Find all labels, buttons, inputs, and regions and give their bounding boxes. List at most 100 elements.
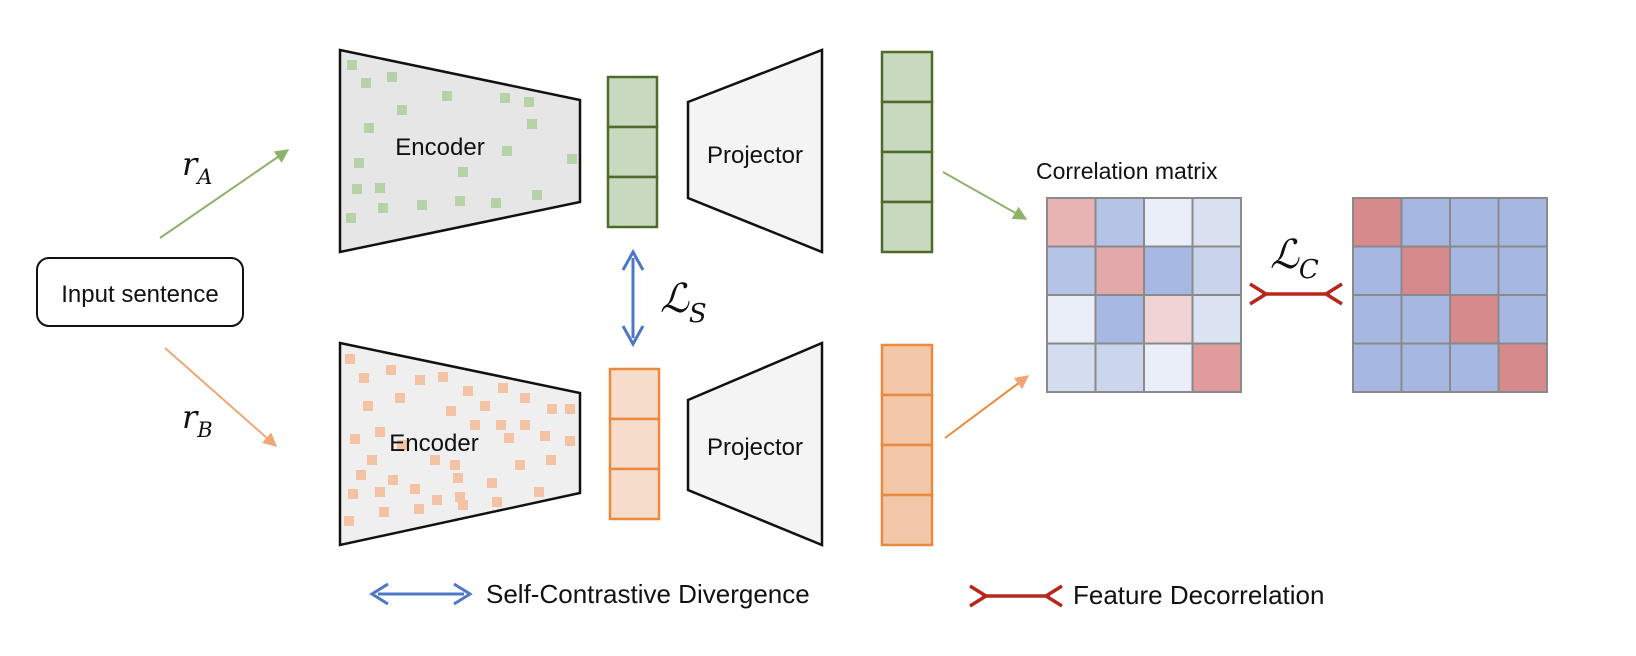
- correlation-matrix-cell: [1094, 294, 1145, 345]
- encoder-b-dot: [470, 420, 480, 430]
- encoder-b-dot: [492, 497, 502, 507]
- correlation-matrix-title: Correlation matrix: [1036, 158, 1218, 184]
- encoder-b-dot: [359, 373, 369, 383]
- encoder-b-dot: [344, 516, 354, 526]
- encoder-b-dot: [446, 406, 456, 416]
- input-sentence-node: Input sentence: [36, 257, 244, 327]
- self-contrastive-arrow: [621, 248, 645, 348]
- encoder-b-dot: [487, 478, 497, 488]
- encoder-b-dot: [496, 420, 506, 430]
- encoder-b-dot: [379, 507, 389, 517]
- projection-b-cell: [880, 493, 934, 547]
- branch-a-arrow: [159, 149, 290, 239]
- embedding-b-cell: [608, 467, 661, 521]
- encoder-b-dot: [414, 504, 424, 514]
- embedding-b: [608, 367, 661, 521]
- encoder-a-dot: [364, 123, 374, 133]
- embedding-a-cell: [606, 75, 659, 129]
- r-a-label: rA: [182, 145, 212, 189]
- embedding-b-cell: [608, 367, 661, 421]
- legend-decorrelation-icon: [969, 584, 1063, 608]
- embedding-a-cell: [606, 125, 659, 179]
- encoder-a-dot: [455, 196, 465, 206]
- encoder-b-dot: [458, 500, 468, 510]
- encoder-a-dot: [387, 72, 397, 82]
- projection-b-cell: [880, 443, 934, 497]
- encoder-a-dot: [347, 60, 357, 70]
- correlation-matrix-cell: [1094, 245, 1145, 296]
- encoder-b-dot: [395, 393, 405, 403]
- legend-decorrelation-label: Feature Decorrelation: [1073, 580, 1324, 610]
- projection-a-cell: [880, 100, 934, 154]
- target-matrix-cell: [1497, 294, 1548, 345]
- input-sentence-label: Input sentence: [61, 281, 218, 308]
- encoder-b-dot: [363, 401, 373, 411]
- correlation-matrix-cell: [1046, 342, 1097, 393]
- encoder-b-dot: [547, 404, 557, 414]
- encoder-a-dot: [417, 200, 427, 210]
- correlation-matrix-cell: [1143, 342, 1194, 393]
- target-matrix-cell: [1352, 342, 1403, 393]
- encoder-a-dropout-dots: [346, 60, 577, 223]
- legend-self-contrastive-icon: [369, 582, 473, 606]
- encoder-a-dot: [397, 105, 407, 115]
- correlation-matrix-cell: [1046, 245, 1097, 296]
- encoder-a-dot: [354, 158, 364, 168]
- target-matrix-cell: [1400, 197, 1451, 248]
- embedding-a: [606, 75, 659, 229]
- encoder-a-dot: [567, 154, 577, 164]
- correlation-matrix-cell: [1191, 342, 1242, 393]
- encoder-a-dot: [361, 78, 371, 88]
- correlation-matrix: [1046, 197, 1242, 393]
- encoder-a-dot: [352, 184, 362, 194]
- projection-a: [880, 50, 934, 254]
- projection-b-to-matrix-arrow: [944, 375, 1030, 439]
- correlation-matrix-cell: [1143, 294, 1194, 345]
- encoder-b-dot: [565, 404, 575, 414]
- encoder-b-dot: [546, 455, 556, 465]
- encoder-b-dot: [375, 427, 385, 437]
- projection-b: [880, 343, 934, 547]
- encoder-a-dot: [442, 91, 452, 101]
- encoder-b-dot: [455, 492, 465, 502]
- encoder-b-dropout-dots: [344, 354, 575, 526]
- encoder-a-dot: [491, 198, 501, 208]
- legend-self-contrastive-label: Self-Contrastive Divergence: [486, 579, 810, 609]
- branch-b-arrow: [164, 347, 278, 447]
- encoder-a-dot: [378, 203, 388, 213]
- correlation-matrix-cell: [1046, 197, 1097, 248]
- encoder-b-dot: [520, 420, 530, 430]
- target-matrix-cell: [1400, 342, 1451, 393]
- correlation-matrix-cell: [1191, 245, 1242, 296]
- projection-a-to-matrix-arrow: [942, 171, 1028, 220]
- target-identity-matrix: [1352, 197, 1548, 393]
- encoder-a-dot: [346, 213, 356, 223]
- encoder-a-dot: [502, 146, 512, 156]
- target-matrix-cell: [1497, 342, 1548, 393]
- encoder-b-dot: [453, 473, 463, 483]
- target-matrix-cell: [1449, 197, 1500, 248]
- projection-b-cell: [880, 393, 934, 447]
- encoder-b-dot: [515, 460, 525, 470]
- encoder-b-dot: [504, 433, 514, 443]
- target-matrix-cell: [1352, 245, 1403, 296]
- target-matrix-cell: [1352, 197, 1403, 248]
- projector-b-label: Projector: [707, 434, 803, 461]
- encoder-a-dot: [458, 167, 468, 177]
- projector-a: Projector: [686, 48, 824, 254]
- encoder-b-dot: [375, 487, 385, 497]
- encoder-b-dot: [565, 436, 575, 446]
- encoder-b-dot: [540, 431, 550, 441]
- projection-a-cell: [880, 200, 934, 254]
- encoder-b-dot: [356, 470, 366, 480]
- loss-c-label: ℒC: [1270, 232, 1319, 285]
- encoder-b-dot: [386, 365, 396, 375]
- correlation-matrix-cell: [1143, 245, 1194, 296]
- r-b-label: rB: [182, 398, 213, 442]
- encoder-b-dot: [350, 434, 360, 444]
- embedding-a-cell: [606, 175, 659, 229]
- encoder-a-dot: [527, 119, 537, 129]
- projection-b-cell: [880, 343, 934, 397]
- encoder-b-dot: [367, 455, 377, 465]
